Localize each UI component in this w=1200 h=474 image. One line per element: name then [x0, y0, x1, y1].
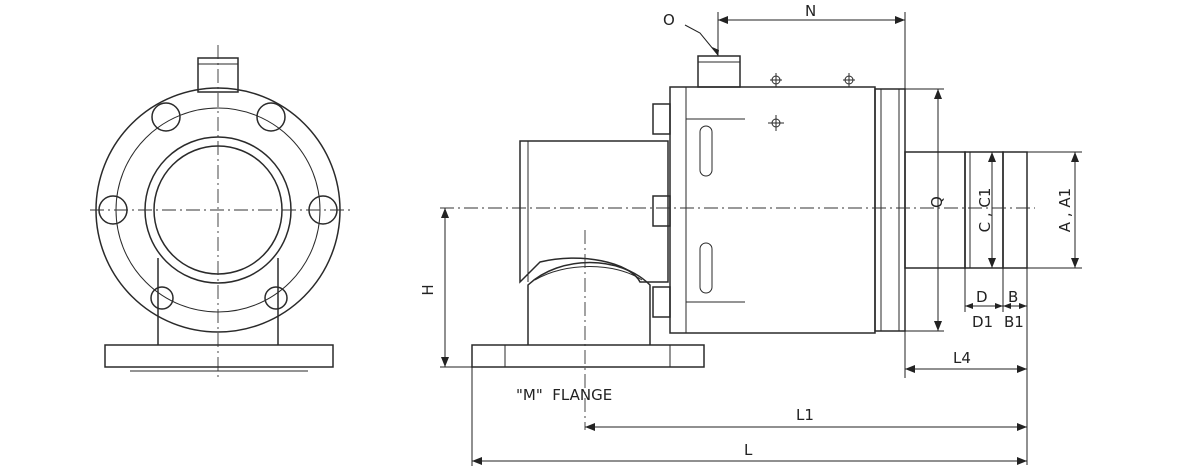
- front-view: [90, 45, 350, 378]
- label-a-a1: A , A1: [1056, 188, 1074, 232]
- bolt-hole: [264, 286, 288, 310]
- elbow-outlet: [527, 261, 651, 345]
- label-h: H: [419, 284, 437, 295]
- right-flange: [874, 88, 906, 332]
- grease-fitting: [770, 73, 782, 87]
- hex-nut: [652, 286, 671, 318]
- outlet-end: [1002, 151, 1028, 269]
- label-b: B: [1008, 288, 1018, 306]
- side-view: [440, 55, 1035, 430]
- slot: [699, 242, 713, 294]
- front-base-flange: [104, 344, 334, 368]
- label-c-c1: C , C1: [976, 188, 994, 233]
- label-m-flange: "M" FLANGE: [516, 386, 612, 404]
- dimensions: [440, 12, 1082, 466]
- bolt-hole: [256, 102, 286, 132]
- bolt-hole: [150, 286, 174, 310]
- label-d1: D1: [972, 313, 993, 331]
- label-q: Q: [928, 196, 946, 208]
- label-l1: L1: [796, 406, 814, 424]
- label-l: L: [744, 441, 753, 459]
- label-n: N: [805, 2, 816, 20]
- top-port-o: [697, 55, 741, 88]
- label-o: O: [663, 11, 675, 29]
- side-base-flange: [471, 344, 705, 368]
- grease-fitting: [768, 115, 784, 131]
- bolt-hole: [151, 102, 181, 132]
- elbow-body: [519, 140, 669, 284]
- hex-nut: [652, 103, 671, 135]
- outlet-sleeve: [904, 151, 966, 269]
- hex-nut: [652, 195, 671, 227]
- label-b1: B1: [1004, 313, 1024, 331]
- slot: [699, 125, 713, 177]
- label-l4: L4: [953, 349, 971, 367]
- label-d: D: [976, 288, 988, 306]
- grease-fitting: [843, 73, 855, 87]
